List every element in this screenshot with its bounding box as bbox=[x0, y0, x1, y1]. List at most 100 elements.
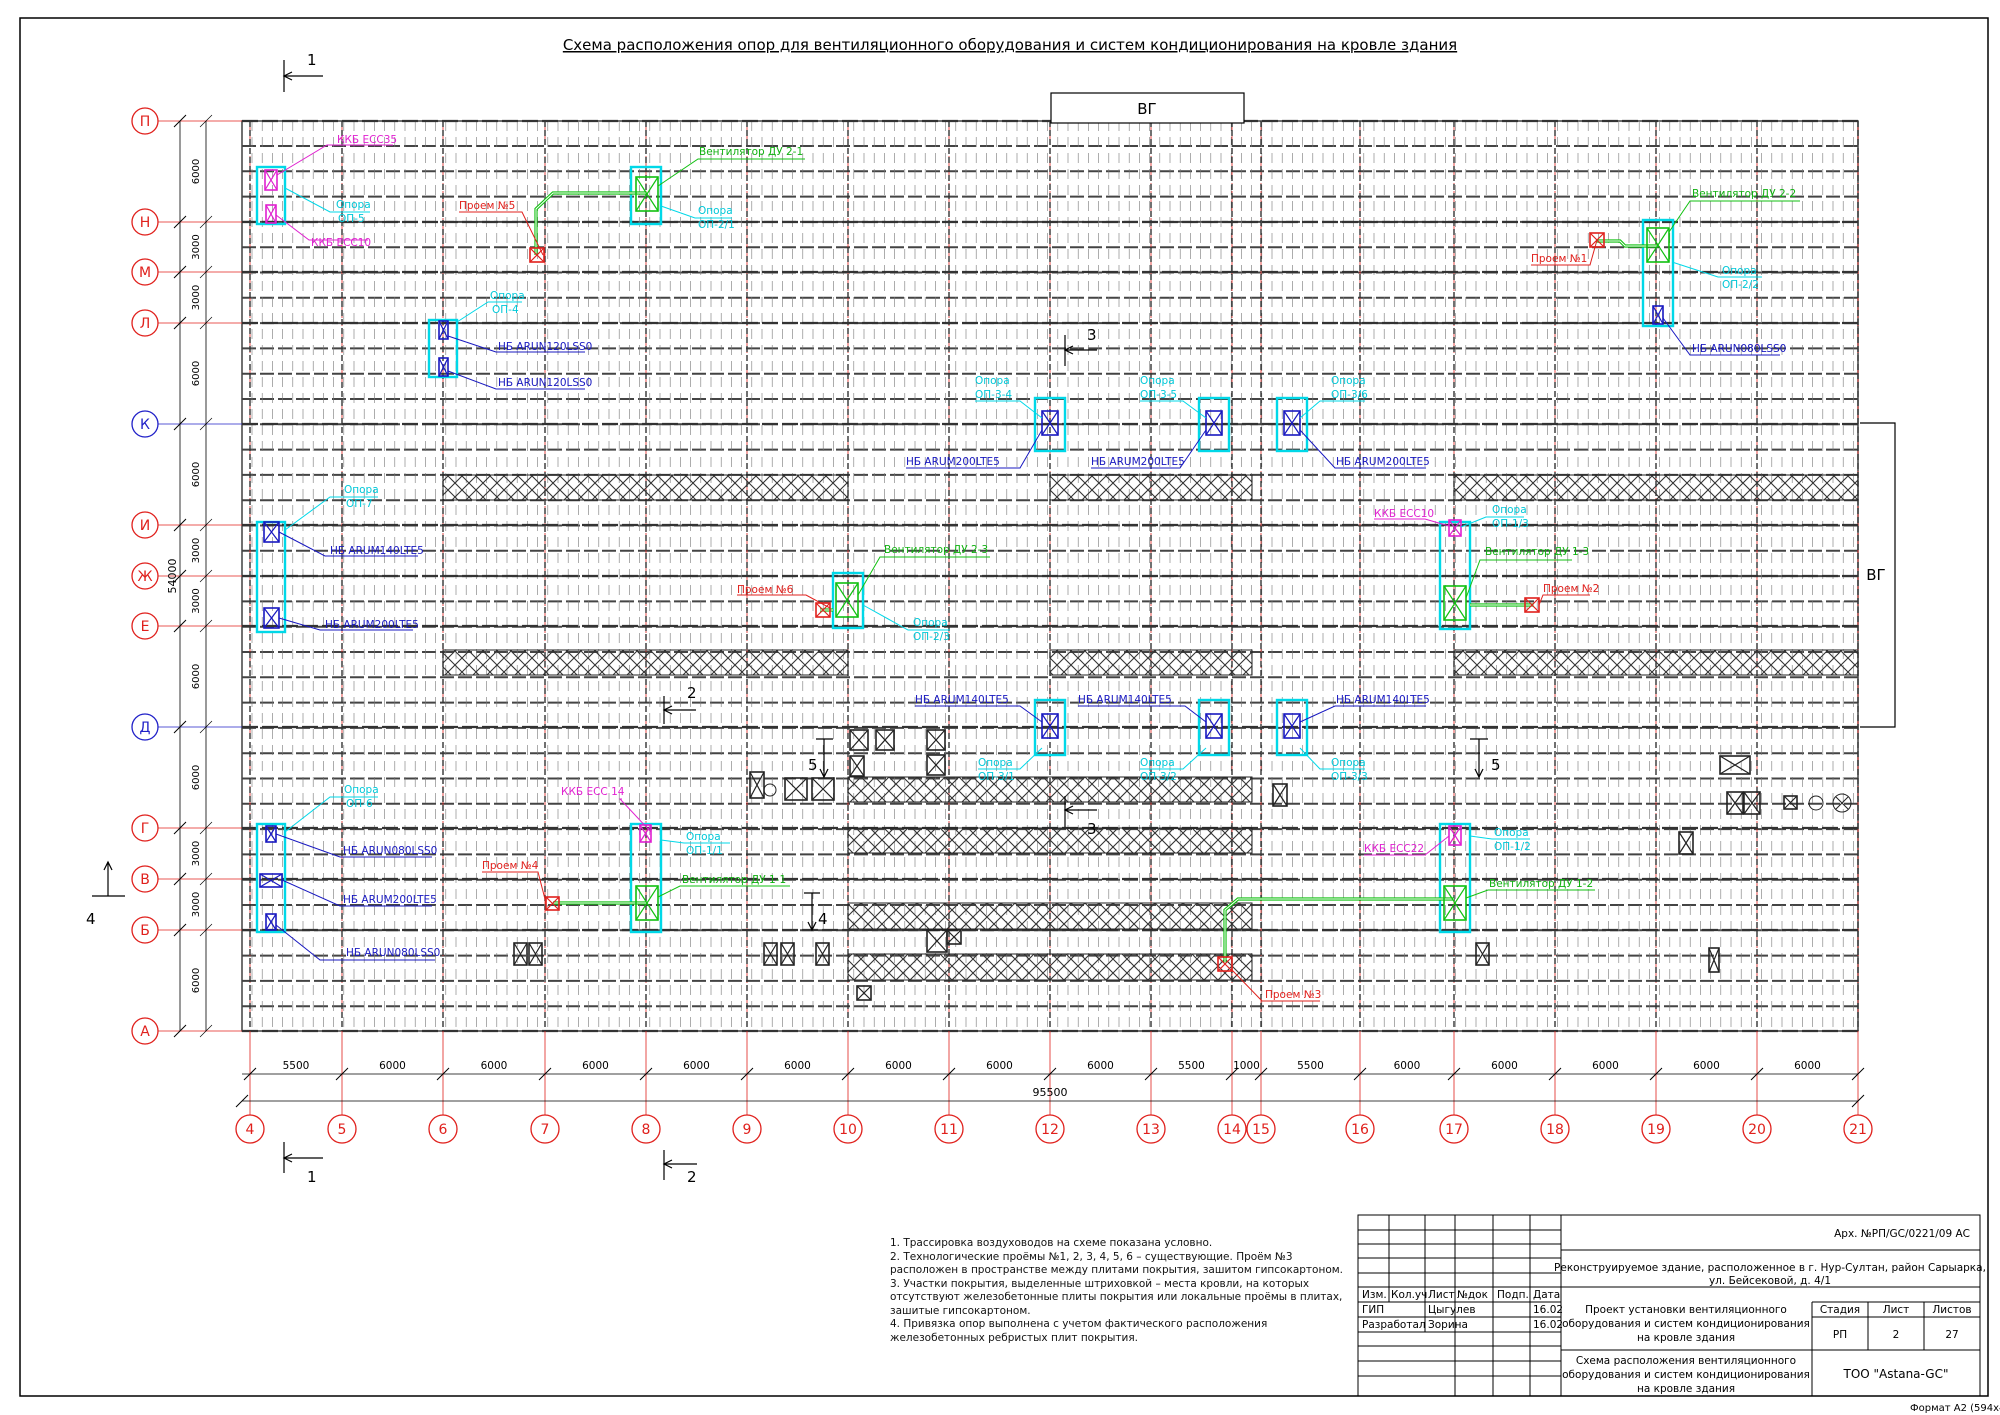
nb-arum200-k2 bbox=[1205, 410, 1223, 436]
hatched-zone bbox=[1453, 474, 1859, 501]
label-nb-140-i: НБ ARUM140LTE5 bbox=[330, 545, 424, 557]
section-4-right: 4 bbox=[818, 910, 828, 928]
roof-equipment bbox=[749, 771, 765, 799]
col-axis-label: 20 bbox=[1748, 1122, 1766, 1138]
row-dim-tick bbox=[173, 114, 187, 128]
label-op32-a: Опора bbox=[1140, 757, 1175, 769]
section-5-right: 5 bbox=[1491, 756, 1501, 774]
col-axis-circle bbox=[1035, 1114, 1065, 1144]
col-axis-circle bbox=[833, 1114, 863, 1144]
label-op11-b: ОП-1/1 bbox=[686, 845, 723, 857]
col-dim-value: 6000 bbox=[683, 1060, 710, 1072]
col-axis-circle bbox=[732, 1114, 762, 1144]
tb-sheets: 27 bbox=[1945, 1329, 1958, 1341]
row-dim-value: 6000 bbox=[191, 765, 202, 790]
roof-equipment bbox=[815, 942, 830, 966]
nb-arum140-d3-cross bbox=[1283, 713, 1301, 739]
roof-equipment bbox=[849, 755, 865, 777]
tb-h-data: Дата bbox=[1533, 1289, 1560, 1301]
leader-line bbox=[915, 705, 1043, 723]
row-dim-tick bbox=[173, 265, 187, 279]
opening-6 bbox=[815, 602, 831, 618]
col-dim-value: 6000 bbox=[1592, 1060, 1619, 1072]
roof-equipment bbox=[946, 929, 962, 945]
tb-arch-no: Арх. №РП/GC/0221/09 АС bbox=[1834, 1228, 1970, 1240]
roof-equipment-cross bbox=[856, 985, 872, 1001]
vg-top-block: ВГ bbox=[1050, 92, 1245, 124]
row-axis-label: П bbox=[140, 114, 151, 130]
col-axis-label: 16 bbox=[1351, 1122, 1369, 1138]
tb-h-izm: Изм. bbox=[1362, 1289, 1387, 1301]
row-axis-label: Н bbox=[140, 215, 151, 231]
section-1-bottom: 1 bbox=[307, 1168, 317, 1186]
col-axis-circle bbox=[1136, 1114, 1166, 1144]
section-2-bottom: 2 bbox=[687, 1168, 697, 1186]
leader-line bbox=[1140, 400, 1207, 419]
col-total-value: 95500 bbox=[1033, 1086, 1068, 1099]
support-op31 bbox=[1033, 698, 1067, 757]
support-op35 bbox=[1197, 396, 1231, 453]
label-fan-22: Вентилятор ДУ 2-2 bbox=[1692, 188, 1796, 200]
label-op35-a: Опора bbox=[1140, 375, 1175, 387]
col-axis-circle bbox=[631, 1114, 661, 1144]
row-dim-tick bbox=[199, 114, 213, 128]
nb-arun080-b-cross bbox=[265, 913, 277, 931]
tb-dev-date: 16.02 bbox=[1533, 1319, 1563, 1331]
roof-equipment bbox=[1726, 791, 1744, 815]
tb-sheet: 2 bbox=[1893, 1329, 1900, 1341]
row-axis-label: Е bbox=[141, 619, 150, 635]
nb-arun120-b bbox=[438, 357, 449, 377]
section-5-left: 5 bbox=[808, 756, 818, 774]
leader-line bbox=[1465, 889, 1595, 899]
label-op31-a: Опора bbox=[978, 757, 1013, 769]
kkb-ecc35-cross bbox=[264, 169, 278, 191]
leader-line bbox=[1671, 261, 1762, 278]
col-axis-circle bbox=[530, 1114, 560, 1144]
note-3: 3. Участки покрытия, выделенные штриховк… bbox=[890, 1277, 1343, 1317]
tb-project-l2: ул. Бейсековой, д. 4/1 bbox=[1709, 1275, 1831, 1287]
row-dim-tick bbox=[199, 923, 213, 937]
opening-2-cross bbox=[1524, 597, 1540, 613]
roof-equipment-cross bbox=[749, 771, 765, 799]
label-nb-140-d3: НБ ARUM140LTE5 bbox=[1336, 694, 1430, 706]
section-4-left: 4 bbox=[86, 910, 96, 928]
roof-equipment-cross bbox=[849, 755, 865, 777]
col-dim-value: 5500 bbox=[1297, 1060, 1324, 1072]
fan-du-2-1 bbox=[635, 176, 659, 212]
nb-arum200-k3 bbox=[1283, 410, 1301, 436]
row-dim-tick bbox=[199, 518, 213, 532]
leader-line bbox=[275, 924, 435, 961]
opening-5 bbox=[529, 247, 545, 263]
tb-gip-role: ГИП bbox=[1362, 1304, 1384, 1316]
label-nb-120a: НБ ARUN120LSS0 bbox=[498, 341, 592, 353]
row-axis-circle bbox=[131, 208, 159, 236]
roof-equipment bbox=[513, 942, 528, 966]
label-op12-b: ОП-1/2 bbox=[1494, 841, 1531, 853]
label-op32-b: ОП-3/2 bbox=[1140, 771, 1177, 783]
row-axis-circle bbox=[131, 107, 159, 135]
nb-arum200-v-cross bbox=[259, 873, 283, 888]
row-axis-circle bbox=[131, 562, 159, 590]
roof-equipment-cross bbox=[528, 942, 543, 966]
support-op34 bbox=[1033, 396, 1067, 453]
dimension-lines: 6000300030006000600030003000600060003000… bbox=[166, 114, 1865, 1108]
row-dim-tick bbox=[199, 1024, 213, 1038]
label-op33-b: ОП-3/3 bbox=[1331, 771, 1368, 783]
row-dim-tick bbox=[173, 518, 187, 532]
support-op12 bbox=[1438, 822, 1472, 934]
tb-work-l3: на кровле здания bbox=[1637, 1332, 1735, 1344]
col-axis-label: 21 bbox=[1849, 1122, 1867, 1138]
duct-inner bbox=[535, 192, 646, 255]
row-dim-tick bbox=[173, 720, 187, 734]
roof-equipment bbox=[784, 777, 808, 801]
leader-line bbox=[1140, 747, 1207, 770]
tb-company: ТОО "Astana-GC" bbox=[1843, 1367, 1949, 1381]
col-dim-value: 5500 bbox=[283, 1060, 310, 1072]
label-nb-140-d2: НБ ARUM140LTE5 bbox=[1078, 694, 1172, 706]
roof-equipment-cross bbox=[815, 942, 830, 966]
nb-arum200-e-cross bbox=[263, 607, 280, 629]
kkb-ecc14-cross bbox=[639, 824, 652, 843]
section-2-top: 2 bbox=[687, 684, 697, 702]
tb-sheet-l1: Схема расположения вентиляционного bbox=[1576, 1355, 1796, 1367]
leader-line bbox=[1469, 835, 1530, 840]
